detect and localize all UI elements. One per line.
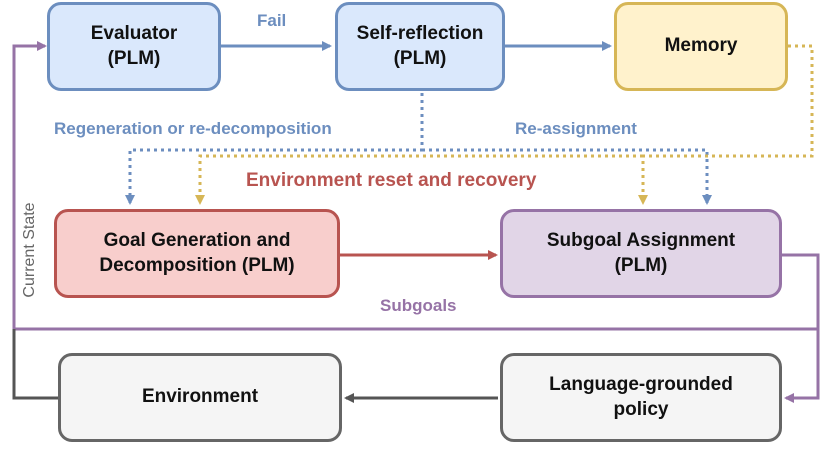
- edge-subgoals-loop: [12, 41, 818, 331]
- evaluator-title: Evaluator: [90, 22, 178, 44]
- environment-node: Environment: [58, 353, 342, 442]
- reassignment-label: Re-assignment: [515, 119, 637, 138]
- edge-subgoal-to-policy: [782, 253, 820, 403]
- subgoals-label: Subgoals: [380, 296, 457, 315]
- subgoal-assignment-title: Subgoal Assignment: [546, 229, 736, 251]
- goal-generation-title: Goal Generation and: [103, 229, 291, 251]
- subgoal-assignment-subtitle: (PLM): [614, 254, 668, 276]
- policy-node: Language-grounded policy: [500, 353, 782, 442]
- evaluator-subtitle: (PLM): [107, 47, 161, 69]
- policy-title: Language-grounded: [549, 373, 733, 395]
- policy-subtitle: policy: [613, 398, 669, 420]
- environment-title: Environment: [141, 386, 259, 408]
- self-reflection-subtitle: (PLM): [393, 47, 447, 69]
- edge-memory-to-subgoal-dotted: [638, 44, 814, 205]
- memory-title: Memory: [664, 35, 738, 57]
- regeneration-label: Regeneration or re-decomposition: [54, 119, 332, 138]
- fail-label: Fail: [257, 11, 287, 30]
- evaluator-node: Evaluator (PLM): [47, 2, 221, 91]
- memory-node: Memory: [614, 2, 788, 91]
- edge-memory-to-goal-dotted: [195, 154, 643, 205]
- self-reflection-node: Self-reflection (PLM): [335, 2, 505, 91]
- current-state-label: Current State: [21, 202, 38, 298]
- environment-reset-label: Environment reset and recovery: [246, 170, 537, 191]
- edge-current-state: [12, 329, 58, 400]
- self-reflection-title: Self-reflection: [356, 22, 484, 44]
- edge-regeneration-dotted: [125, 93, 424, 205]
- subgoal-assignment-node: Subgoal Assignment (PLM): [500, 209, 782, 298]
- goal-generation-subtitle: Decomposition (PLM): [99, 254, 295, 276]
